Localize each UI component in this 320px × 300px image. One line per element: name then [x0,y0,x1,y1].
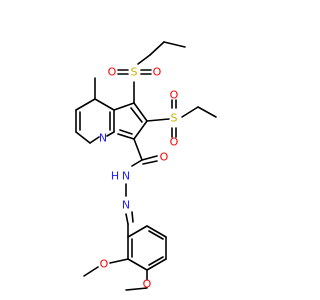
bond [131,159,143,167]
bond [117,133,135,140]
bond [149,41,165,56]
atom-s1: S [131,66,138,79]
atom-o2a: O [170,89,179,102]
bond [75,131,91,144]
bond [89,136,100,144]
bond [127,225,148,238]
atom-o1a: O [108,66,117,79]
bond [148,230,164,240]
bond [141,155,158,161]
bond [142,160,158,165]
bond [197,106,217,118]
atom-h2: H [111,170,119,183]
atom-o1b: O [153,66,162,79]
bond [106,131,115,137]
bond [130,107,143,123]
atom-n1: N [99,132,107,145]
bond [137,54,151,65]
bond [127,258,148,271]
bonds [75,41,217,291]
bond [109,258,129,264]
bond [133,102,148,122]
atom-o3: O [160,151,169,164]
bond [125,213,129,225]
atom-labels: S O O S O O N O N H N O O [99,66,179,291]
bond [125,287,148,291]
bond [113,102,135,111]
bond [148,256,164,266]
atom-s2: S [171,112,178,125]
atom-o2b: O [170,136,179,149]
atom-n3: N [122,199,130,212]
bond [94,98,115,111]
bond [119,129,133,135]
bond [75,98,96,111]
bond [83,266,99,277]
atom-n2: N [122,170,130,183]
bond [163,41,186,48]
bond [133,120,148,140]
atom-o5: O [143,278,152,291]
bond [181,106,199,118]
bond [146,225,167,238]
atom-o4: O [100,258,109,271]
bond [131,211,134,223]
bond [133,138,143,161]
bond [146,258,167,271]
molecule-structure: S O O S O O N O N H N O O [75,41,217,291]
bond [146,118,170,122]
